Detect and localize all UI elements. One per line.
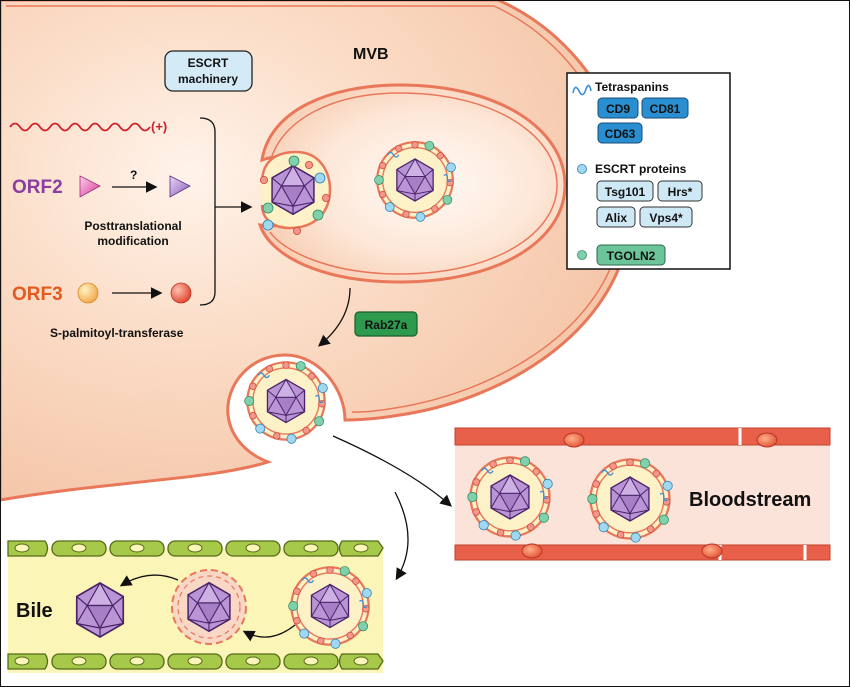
plus-strand-label: (+) — [151, 119, 167, 134]
unknown-step-label: ? — [130, 168, 137, 182]
orf2-triangle-icon — [79, 175, 101, 198]
escrt-machinery-box: ESCRT machinery — [164, 50, 253, 92]
legend-tgoln2: TGOLN2 — [607, 249, 656, 263]
degrading-exosome — [171, 569, 247, 645]
orf2-modified-triangle-icon — [169, 175, 191, 198]
tgoln2-dot-icon — [577, 250, 587, 260]
legend-alix: Alix — [605, 211, 627, 225]
escrt-machinery-line1: ESCRT — [188, 56, 229, 70]
orf3-sphere-icon — [77, 282, 99, 304]
ptm-line2: modification — [97, 234, 168, 248]
legend-box: Tetraspanins CD9 CD81 CD63 ESCRT protein… — [566, 72, 731, 270]
tetraspanin-icon — [572, 84, 592, 96]
assembly-bracket — [199, 117, 216, 306]
bloodstream-label: Bloodstream — [689, 489, 811, 511]
legend-vps4: Vps4* — [649, 211, 683, 225]
tetraspanins-title: Tetraspanins — [595, 80, 669, 94]
rab27a-box: Rab27a — [354, 311, 418, 337]
ptm-line1: Posttranslational — [84, 219, 181, 233]
escrt-proteins-title: ESCRT proteins — [595, 162, 687, 176]
orf2-label: ORF2 — [12, 177, 63, 198]
bile-label: Bile — [16, 600, 53, 622]
palmitoyl-transferase-label: S-palmitoyl-transferase — [50, 326, 184, 340]
orf3-label: ORF3 — [12, 284, 63, 305]
budding-vesicle — [259, 150, 332, 235]
legend-cd9: CD9 — [606, 102, 630, 116]
mvb-label: MVB — [353, 46, 389, 63]
rna-strand-icon — [9, 122, 151, 132]
legend-cd63: CD63 — [605, 127, 636, 141]
escrt-dot-icon — [577, 164, 587, 174]
released-exosome — [245, 361, 328, 443]
orf3-palmitoylated-sphere-icon — [170, 282, 192, 304]
legend-cd81: CD81 — [650, 102, 681, 116]
legend-hrs: Hrs* — [668, 185, 693, 199]
legend-tsg101: Tsg101 — [605, 185, 646, 199]
rab27a-label: Rab27a — [365, 318, 408, 332]
escrt-machinery-line2: machinery — [178, 72, 238, 86]
